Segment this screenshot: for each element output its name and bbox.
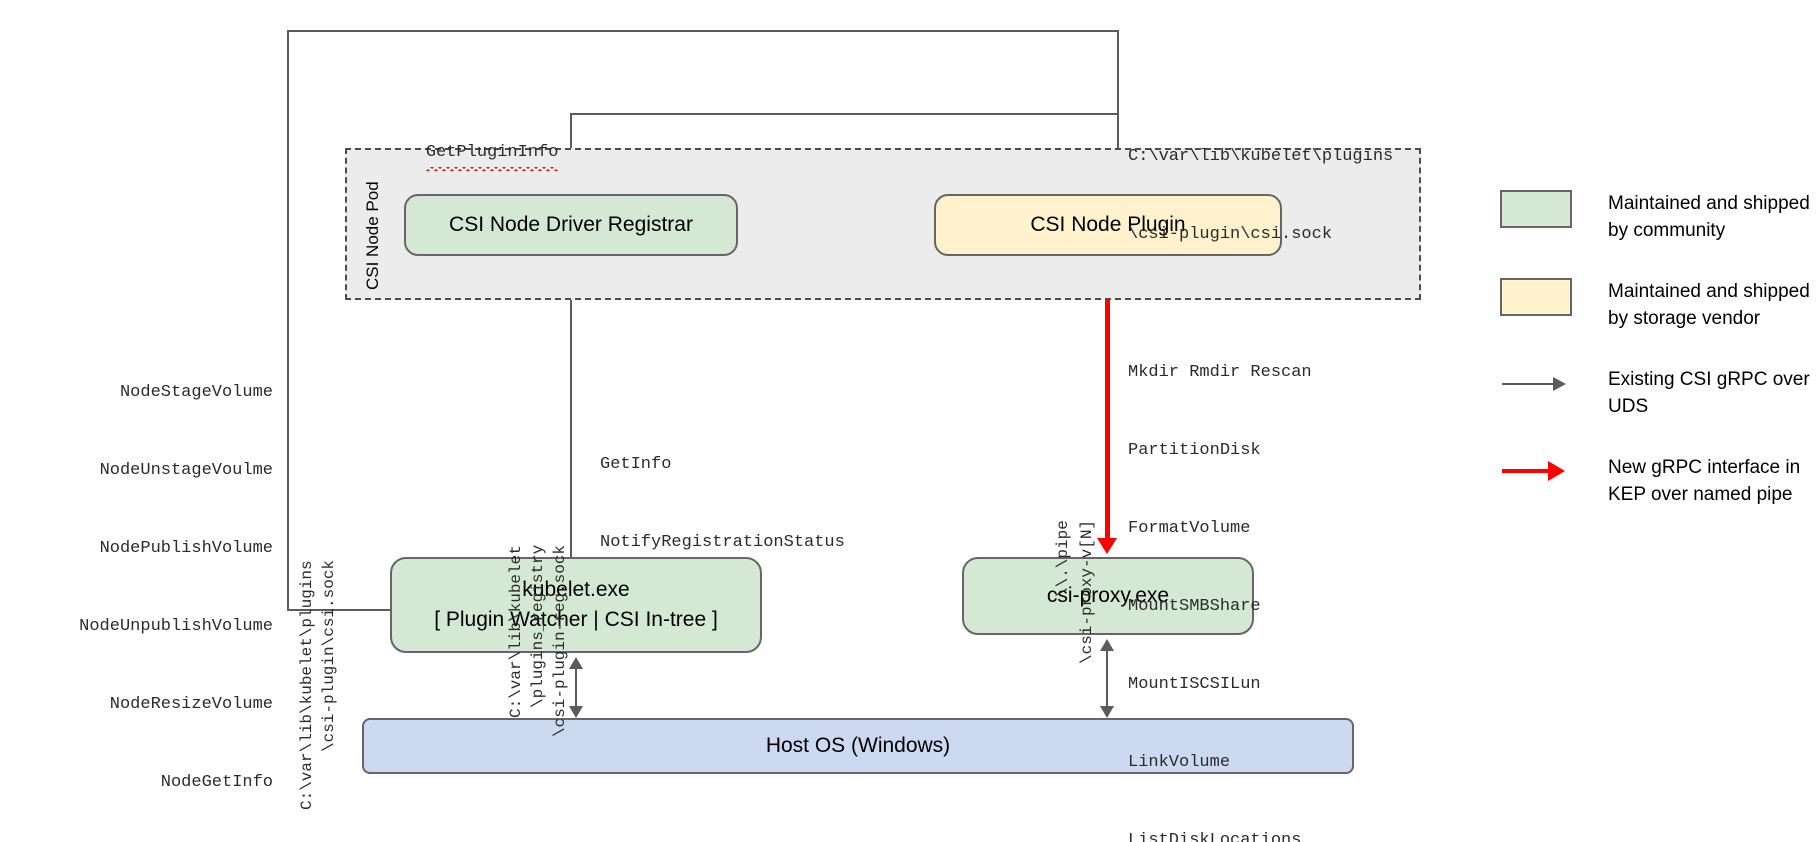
label-vertical-pipe-line2: \csi-proxy-v[N] bbox=[1078, 519, 1096, 664]
list-item: NodeResizeVolume bbox=[109, 695, 273, 714]
legend-label-new-grpc: New gRPC interface in KEP over named pip… bbox=[1608, 457, 1801, 505]
legend-label-existing-csi: Existing CSI gRPC over UDS bbox=[1608, 369, 1810, 417]
list-item: NodeUnstageVoulme bbox=[99, 461, 273, 480]
list-item: Mkdir Rmdir Rescan bbox=[1128, 363, 1312, 382]
label-registration-calls: GetInfo NotifyRegistrationStatus bbox=[600, 400, 845, 608]
legend-row-existing-csi: Existing CSI gRPC over UDS bbox=[1500, 366, 1810, 420]
list-item: MountSMBShare bbox=[1128, 597, 1261, 616]
list-item: NodeGetInfo bbox=[160, 773, 273, 792]
list-item: PartitionDisk bbox=[1128, 441, 1261, 460]
label-registration-calls-line2: NotifyRegistrationStatus bbox=[600, 533, 845, 552]
box-csi-proxy-exe-label: csi-proxy.exe bbox=[1046, 584, 1170, 607]
connector-kubelet-hostos-arrow-down bbox=[569, 706, 583, 718]
legend-row-storage-vendor: Maintained and shipped by storage vendor bbox=[1500, 278, 1810, 332]
label-vertical-reg-sock-line2: \plugins_registry bbox=[529, 544, 547, 708]
label-vertical-reg-sock-line1: C:\var\lib\kubelet bbox=[507, 545, 525, 718]
legend-arrow-red-head bbox=[1548, 461, 1565, 481]
label-get-plugin-info-wrapper: GetPluginInfo bbox=[385, 114, 558, 192]
connector-csiproxy-hostos bbox=[1106, 648, 1108, 708]
label-vertical-reg-sock-line3: \csi-plugin-reg.sock bbox=[551, 544, 569, 737]
legend-label-storage-vendor: Maintained and shipped by storage vendor bbox=[1608, 281, 1810, 329]
label-vertical-csi-sock-line1: C:\var\lib\kubelet\plugins bbox=[298, 560, 316, 810]
connector-csiproxy-hostos-arrow-up bbox=[1100, 639, 1114, 651]
list-item: FormatVolume bbox=[1128, 519, 1251, 538]
label-plugin-socket-path-line1: C:\var\lib\kubelet\plugins bbox=[1128, 147, 1394, 166]
label-plugin-socket-path: C:\var\lib\kubelet\plugins \csi-plugin\c… bbox=[1128, 92, 1393, 300]
box-csi-node-plugin[interactable]: CSI Node Plugin bbox=[934, 194, 1282, 256]
connector-csiproxy-arrowhead-red bbox=[1097, 538, 1117, 554]
list-csi-proxy-calls: Mkdir Rmdir Rescan PartitionDisk FormatV… bbox=[1128, 308, 1312, 842]
box-csi-proxy-exe[interactable]: csi-proxy.exe bbox=[962, 557, 1254, 635]
legend-arrow-gray-head bbox=[1553, 377, 1566, 391]
connector-kubelet-hostos-arrow-up bbox=[569, 657, 583, 669]
box-kubelet-exe-label: kubelet.exe bbox=[522, 578, 630, 601]
list-item: ListDiskLocations bbox=[1128, 831, 1302, 842]
connector-kubelet-left-vertical bbox=[287, 30, 289, 610]
csi-node-pod-label-wrapper: CSI Node Pod bbox=[360, 160, 386, 290]
legend-label-community: Maintained and shipped by community bbox=[1608, 193, 1810, 241]
connector-plugin-to-csiproxy-red bbox=[1105, 256, 1110, 541]
box-csi-node-plugin-label: CSI Node Plugin bbox=[1030, 213, 1186, 236]
connector-top-horizontal-outer bbox=[287, 30, 1119, 32]
list-item: NodePublishVolume bbox=[99, 539, 273, 558]
legend-swatch-yellow bbox=[1500, 278, 1572, 316]
box-kubelet-exe[interactable]: kubelet.exe [ Plugin Watcher | CSI In-tr… bbox=[390, 557, 762, 653]
connector-kubelet-left-stub bbox=[287, 609, 393, 611]
label-get-plugin-info: GetPluginInfo bbox=[425, 140, 558, 171]
list-node-service-calls: NodeStageVolume NodeUnstageVoulme NodePu… bbox=[20, 328, 273, 842]
legend-swatch-green bbox=[1500, 190, 1572, 228]
list-item: LinkVolume bbox=[1128, 753, 1231, 772]
legend-arrow-red-line bbox=[1502, 469, 1550, 473]
box-csi-node-driver-registrar[interactable]: CSI Node Driver Registrar bbox=[404, 194, 738, 256]
list-item: NodeStageVolume bbox=[119, 383, 273, 402]
box-kubelet-exe-sublabel: [ Plugin Watcher | CSI In-tree ] bbox=[434, 608, 718, 631]
legend-row-community: Maintained and shipped by community bbox=[1500, 190, 1810, 244]
connector-csiproxy-hostos-arrow-down bbox=[1100, 706, 1114, 718]
label-vertical-csi-sock-line2: \csi-plugin\csi.sock bbox=[320, 559, 338, 752]
connector-getplugininfo-horizontal bbox=[570, 113, 1119, 115]
label-registration-calls-line1: GetInfo bbox=[600, 455, 672, 474]
box-csi-node-driver-registrar-label: CSI Node Driver Registrar bbox=[449, 213, 693, 236]
legend-arrow-gray-line bbox=[1502, 383, 1554, 385]
connector-kubelet-hostos bbox=[575, 666, 577, 708]
legend-arrow-gray-icon bbox=[1500, 366, 1572, 404]
list-item: MountISCSILun bbox=[1128, 675, 1261, 694]
connector-plugin-down-vertical bbox=[1117, 30, 1119, 180]
box-host-os[interactable]: Host OS (Windows) bbox=[362, 718, 1354, 774]
connector-kubelet-to-registrar bbox=[570, 268, 572, 558]
box-host-os-label: Host OS (Windows) bbox=[765, 734, 951, 757]
list-item: NodeUnpublishVolume bbox=[79, 617, 273, 636]
csi-node-pod-label: CSI Node Pod bbox=[363, 181, 382, 290]
label-plugin-socket-path-line2: \csi-plugin\csi.sock bbox=[1128, 225, 1333, 244]
legend-row-new-grpc: New gRPC interface in KEP over named pip… bbox=[1500, 454, 1810, 508]
legend: Maintained and shipped by community Main… bbox=[1500, 190, 1810, 542]
legend-arrow-red-icon bbox=[1500, 454, 1572, 492]
label-vertical-pipe-line1: \\.\pipe bbox=[1054, 520, 1072, 597]
